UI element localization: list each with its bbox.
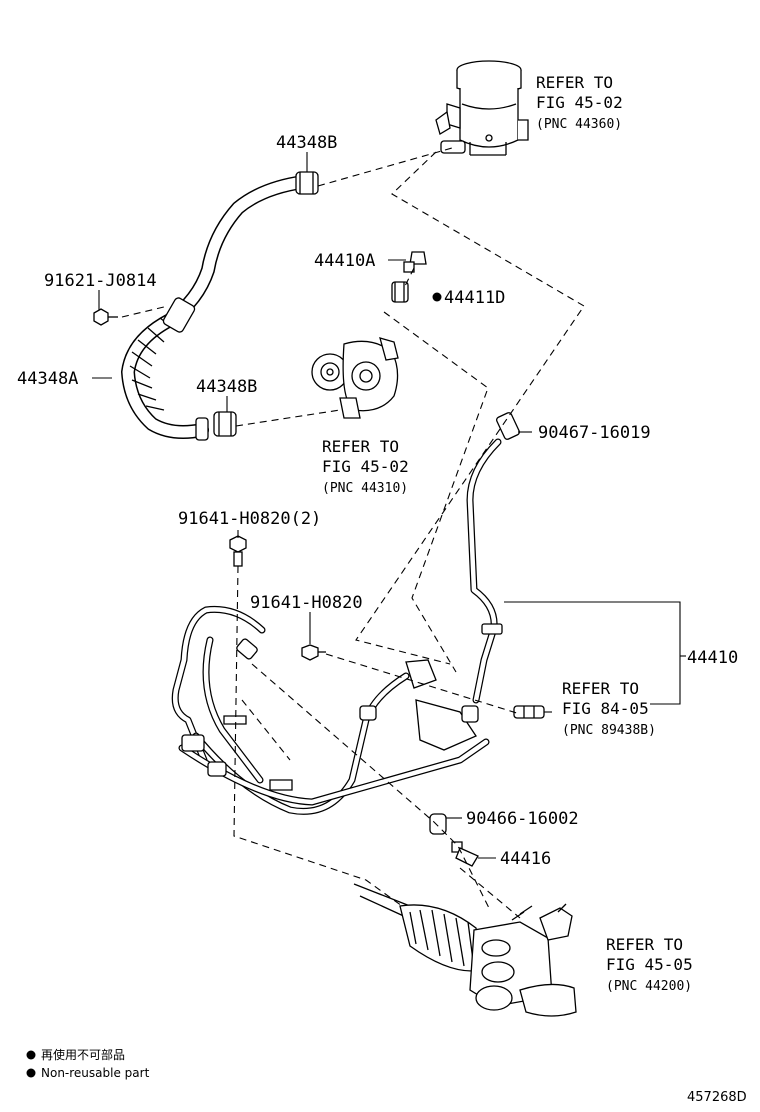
ref-pump-pnc: (PNC 44310) [322, 481, 408, 496]
clamp-44348b-mid[interactable] [213, 411, 237, 437]
hose-44348a[interactable] [121, 175, 310, 441]
label-44410a: 44410A [314, 251, 375, 271]
label-90467-16019: 90467-16019 [538, 423, 651, 443]
legend-text-jp: 再使用不可部品 [41, 1047, 125, 1062]
diagram-code: 457268D [687, 1090, 747, 1105]
bolt-91641-h0820[interactable] [301, 644, 326, 661]
reference-lines [121, 147, 585, 919]
legend-bullet-jp [26, 1050, 36, 1060]
label-44348b-mid: 44348B [196, 377, 257, 397]
label-44410: 44410 [687, 648, 738, 668]
ref-gear-line1: REFER TO [606, 935, 683, 954]
ref-sensor-pnc: (PNC 89438B) [562, 723, 656, 738]
legend-text-en: Non-reusable part [41, 1066, 150, 1080]
leader-lines [92, 152, 686, 859]
reservoir-assembly[interactable] [435, 60, 529, 156]
pressure-tube-assembly[interactable] [171, 605, 490, 815]
ref-gear: REFER TO FIG 45-05 (PNC 44200) [606, 935, 693, 994]
ref-gear-line2: FIG 45-05 [606, 955, 693, 974]
pipe-44410[interactable] [466, 412, 520, 704]
ref-pump-line2: FIG 45-02 [322, 457, 409, 476]
label-91621-j0814: 91621-J0814 [44, 271, 157, 291]
label-91641-h0820-2: 91641-H0820(2) [178, 509, 321, 529]
ref-reservoir-line2: FIG 45-02 [536, 93, 623, 112]
ref-sensor-line1: REFER TO [562, 679, 639, 698]
ref-pump: REFER TO FIG 45-02 (PNC 44310) [322, 437, 409, 496]
union-bolt-44416[interactable] [451, 841, 479, 867]
ref-reservoir: REFER TO FIG 45-02 (PNC 44360) [536, 73, 623, 132]
ref-sensor-line2: FIG 84-05 [562, 699, 649, 718]
bolt-91621-j0814[interactable] [93, 308, 118, 326]
ref-reservoir-pnc: (PNC 44360) [536, 117, 622, 132]
ref-gear-pnc: (PNC 44200) [606, 979, 692, 994]
ref-sensor: REFER TO FIG 84-05 (PNC 89438B) [562, 679, 656, 738]
label-91641-h0820: 91641-H0820 [250, 593, 363, 613]
pressure-sensor[interactable] [513, 705, 545, 719]
o-ring-90466-16002[interactable] [429, 813, 447, 835]
label-44411d: 44411D [444, 288, 505, 308]
legend-bullet-en [26, 1068, 36, 1078]
steering-gear[interactable] [353, 883, 577, 1017]
non-reusable-marker-44411d [432, 292, 442, 302]
clamp-44348b-top[interactable] [295, 171, 319, 195]
label-44348b-top: 44348B [276, 133, 337, 153]
label-44348a: 44348A [17, 369, 78, 389]
power-steering-pump[interactable] [311, 251, 427, 419]
label-90466-16002: 90466-16002 [466, 809, 579, 829]
legend: 再使用不可部品 Non-reusable part [26, 1047, 150, 1080]
bolt-91641-h0820-2[interactable] [229, 535, 247, 567]
label-44416: 44416 [500, 849, 551, 869]
ref-reservoir-line1: REFER TO [536, 73, 613, 92]
ref-pump-line1: REFER TO [322, 437, 399, 456]
